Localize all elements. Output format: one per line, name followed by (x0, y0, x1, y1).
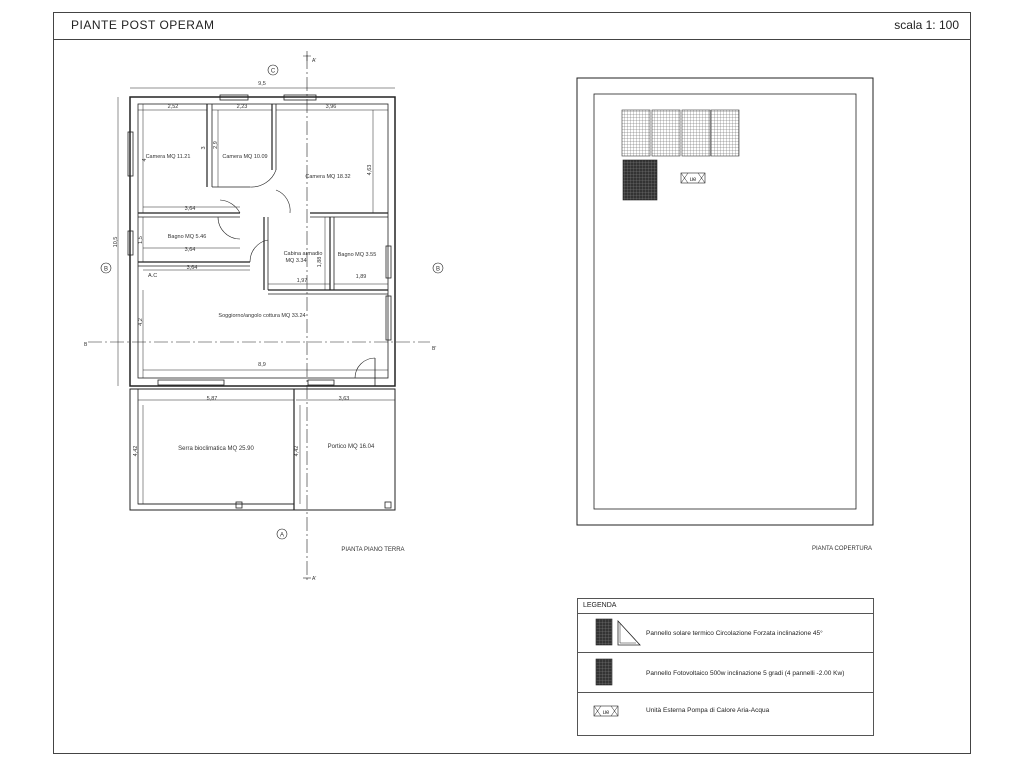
dim-364-b: 3,64 (185, 247, 196, 253)
axis-a-label: A (280, 533, 284, 539)
heat-pump-unit: ue (680, 172, 706, 184)
dim-463: 4,63 (367, 165, 373, 176)
axis-c-label: C (271, 69, 276, 75)
pv-panel-3 (681, 109, 711, 157)
legend-row-pv: Pannello Fotovoltaico 500w inclinazione … (578, 653, 873, 693)
sheet-title: PIANTE POST OPERAM (71, 18, 215, 32)
dim-442-b: 4,42 (294, 446, 300, 457)
dim-89: 8,9 (258, 362, 266, 368)
room-camera-1: Camera MQ 11.21 (146, 154, 191, 160)
room-cabina-line1: Cabina armadio (284, 251, 323, 257)
dim-197: 1,97 (297, 278, 308, 284)
room-camera-2: Camera MQ 10.09 (222, 154, 267, 160)
cut-bottom-label: A' (312, 576, 316, 582)
dim-364-c: 3,64 (187, 265, 198, 271)
dim-29: 2,9 (213, 141, 219, 149)
solar-thermal-panel-icon (595, 618, 641, 646)
cut-left-label: B (84, 342, 88, 348)
photovoltaic-panel-icon (595, 658, 613, 686)
solar-thermal-panel (622, 159, 658, 201)
ground-floor-caption: PIANTA PIANO TERRA (341, 547, 404, 553)
dim-189: 1,89 (356, 274, 367, 280)
dim-396: 3,96 (326, 104, 337, 110)
legend-row-heatpump: ue Unità Esterna Pompa di Calore Aria-Ac… (578, 693, 873, 735)
dim-223: 2,23 (237, 104, 248, 110)
axis-b-left-label: B (104, 267, 108, 273)
scale-label: scala 1: 100 (894, 18, 959, 32)
roof-plan: ue PIANTA COPERTURA (576, 77, 874, 552)
dim-364-a: 3,64 (185, 206, 196, 212)
dim-363: 3,63 (339, 396, 350, 402)
photovoltaic-panels (621, 109, 740, 157)
dim-42: 4,2 (138, 318, 144, 326)
dim-3: 3 (201, 146, 207, 149)
dim-15: 1,5 (138, 236, 144, 244)
dim-overall-width: 9,5 (258, 81, 266, 87)
legend-solar-label: Pannello solare termico Circolazione For… (646, 630, 823, 637)
legend-row-solar: Pannello solare termico Circolazione For… (578, 613, 873, 653)
legend-title: LEGENDA (578, 599, 873, 614)
room-bagno-1: Bagno MQ 5.46 (168, 234, 207, 240)
pv-panel-2 (651, 109, 681, 157)
roof-ue-label: ue (690, 177, 697, 183)
heat-pump-unit-icon: ue (593, 705, 619, 717)
roof-plan-caption: PIANTA COPERTURA (812, 546, 872, 552)
dim-4: 4 (142, 158, 148, 161)
legend: LEGENDA Pannello solare termico Circolaz… (577, 598, 874, 736)
room-portico: Portico MQ 16.04 (328, 444, 375, 450)
ac-label: A.C (148, 273, 157, 279)
dim-587: 5,87 (207, 396, 218, 402)
room-bagno-2: Bagno MQ 3.55 (338, 252, 377, 258)
outer-wall (129, 96, 396, 387)
room-cabina-line2: MQ 3.34 (285, 258, 306, 264)
dim-overall-height: 10,5 (113, 237, 119, 248)
cut-right-label: B' (432, 346, 436, 352)
legend-heatpump-label: Unità Esterna Pompa di Calore Aria-Acqua (646, 707, 770, 714)
legend-ue-label: ue (603, 710, 610, 716)
ground-floor-plan (88, 51, 444, 580)
cut-top-label: A' (312, 58, 316, 64)
pv-panel-4 (710, 109, 740, 157)
drawing-sheet (53, 12, 971, 754)
inner-wall-line (137, 103, 389, 379)
room-soggiorno: Soggiorno/angolo cottura MQ 33.24 (218, 313, 305, 319)
dim-252: 2,52 (168, 104, 179, 110)
title-bar: PIANTE POST OPERAM scala 1: 100 (53, 12, 971, 40)
dim-188: 1,88 (317, 257, 323, 268)
dim-442-a: 4,42 (133, 446, 139, 457)
pv-panel-1 (621, 109, 651, 157)
room-serra: Serra bioclimatica MQ 25.90 (178, 446, 254, 452)
axis-b-right-label: B (436, 267, 440, 273)
legend-pv-label: Pannello Fotovoltaico 500w inclinazione … (646, 670, 845, 677)
room-camera-3: Camera MQ 18.32 (305, 174, 350, 180)
